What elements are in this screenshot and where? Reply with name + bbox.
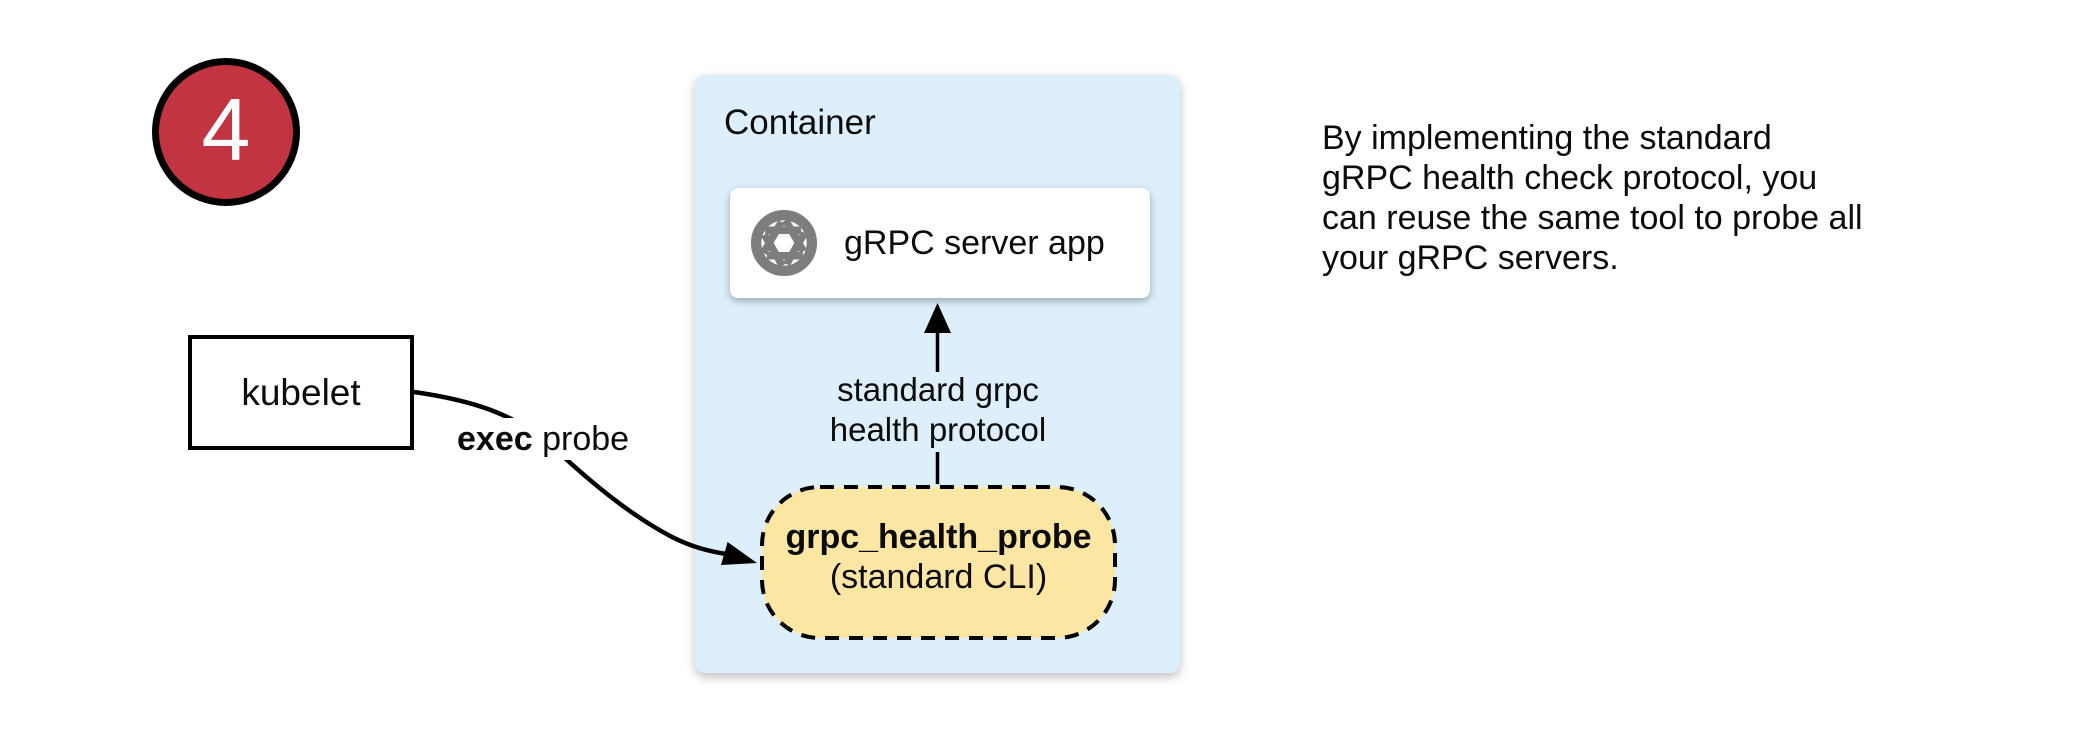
step-badge: 4: [152, 58, 300, 206]
aperture-icon: [750, 209, 818, 277]
probe-pill-text: grpc_health_probe (standard CLI): [765, 517, 1112, 597]
grpc-server-label: gRPC server app: [844, 223, 1105, 262]
exec-probe-arrow: [411, 389, 729, 557]
health-protocol-line2: health protocol: [829, 411, 1047, 448]
container-title: Container: [724, 103, 876, 142]
health-protocol-label: standard grpc health protocol: [763, 370, 1113, 450]
grpc-server-card: gRPC server app: [730, 188, 1150, 298]
exec-probe-label: exec probe: [449, 418, 638, 460]
exec-probe-label-bold: exec: [457, 420, 533, 458]
probe-pill-subtitle: (standard CLI): [829, 558, 1048, 596]
note-line: can reuse the same tool to probe all: [1322, 199, 1863, 237]
exec-probe-label-rest: probe: [532, 420, 630, 458]
note-line: gRPC health check protocol, you: [1322, 159, 1818, 197]
kubelet-label: kubelet: [241, 371, 361, 413]
step-number: 4: [201, 80, 251, 179]
note-line: By implementing the standard: [1322, 119, 1772, 157]
kubelet-box: kubelet: [188, 335, 414, 450]
note-text: By implementing the standard gRPC health…: [1322, 118, 1863, 278]
probe-pill-title: grpc_health_probe: [785, 518, 1092, 556]
health-protocol-line1: standard grpc: [837, 371, 1039, 408]
note-line: your gRPC servers.: [1322, 239, 1619, 277]
